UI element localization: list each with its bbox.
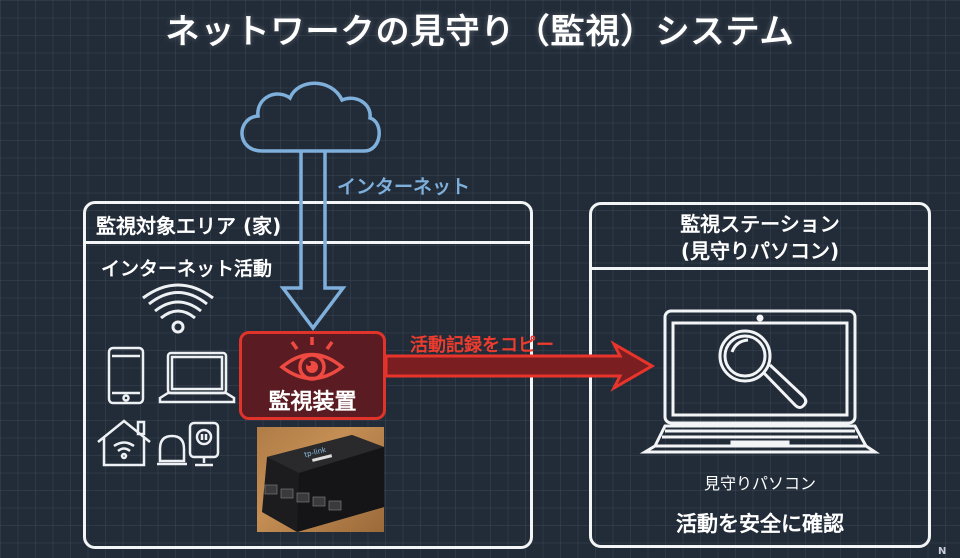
- monitor-pc-label: 見守りパソコン: [703, 474, 816, 493]
- monitoring-device-label: 監視装置: [268, 390, 357, 415]
- watermark: N: [938, 546, 947, 557]
- copy-log-label: 活動記録をコピー: [410, 335, 554, 356]
- station-title-line1: 監視ステーション: [680, 212, 840, 236]
- laptop-icon: [158, 351, 236, 404]
- internet-activity-label: インターネット活動: [101, 258, 273, 280]
- network-switch-photo: tp-link: [257, 427, 384, 532]
- monitoring-station-panel: 監視ステーション (見守りパソコン) 見守りパソコン 活動を安全に確認: [589, 202, 931, 548]
- internet-arrow: [279, 151, 347, 331]
- eye-icon: [279, 337, 345, 381]
- cloud-icon: [240, 81, 381, 153]
- station-title-line2: (見守りパソコン): [680, 239, 840, 263]
- monitored-area-title: 監視対象エリア (家): [96, 214, 282, 238]
- smart-camera-icon: [188, 421, 220, 467]
- monitored-area-header: 監視対象エリア (家): [86, 204, 530, 244]
- laptop-search-icon: [639, 309, 880, 454]
- monitored-area-panel: 監視対象エリア (家) インターネット活動: [83, 201, 533, 549]
- smartphone-icon: [107, 346, 145, 405]
- network-switch-illustration: tp-link: [262, 435, 384, 532]
- page-title: ネットワークの見守り（監視）システム: [165, 12, 795, 52]
- monitoring-device: 監視装置: [239, 331, 386, 420]
- alarm-light-icon: [157, 434, 187, 466]
- monitoring-station-title: 監視ステーション (見守りパソコン): [592, 211, 928, 265]
- copy-arrow: [384, 340, 655, 392]
- wifi-icon: [142, 283, 214, 334]
- monitoring-station-header: 監視ステーション (見守りパソコン): [592, 205, 928, 270]
- internet-label: インターネット: [337, 176, 471, 198]
- smart-home-icon: [97, 419, 151, 467]
- monitor-pc-caption: 活動を安全に確認: [676, 512, 844, 536]
